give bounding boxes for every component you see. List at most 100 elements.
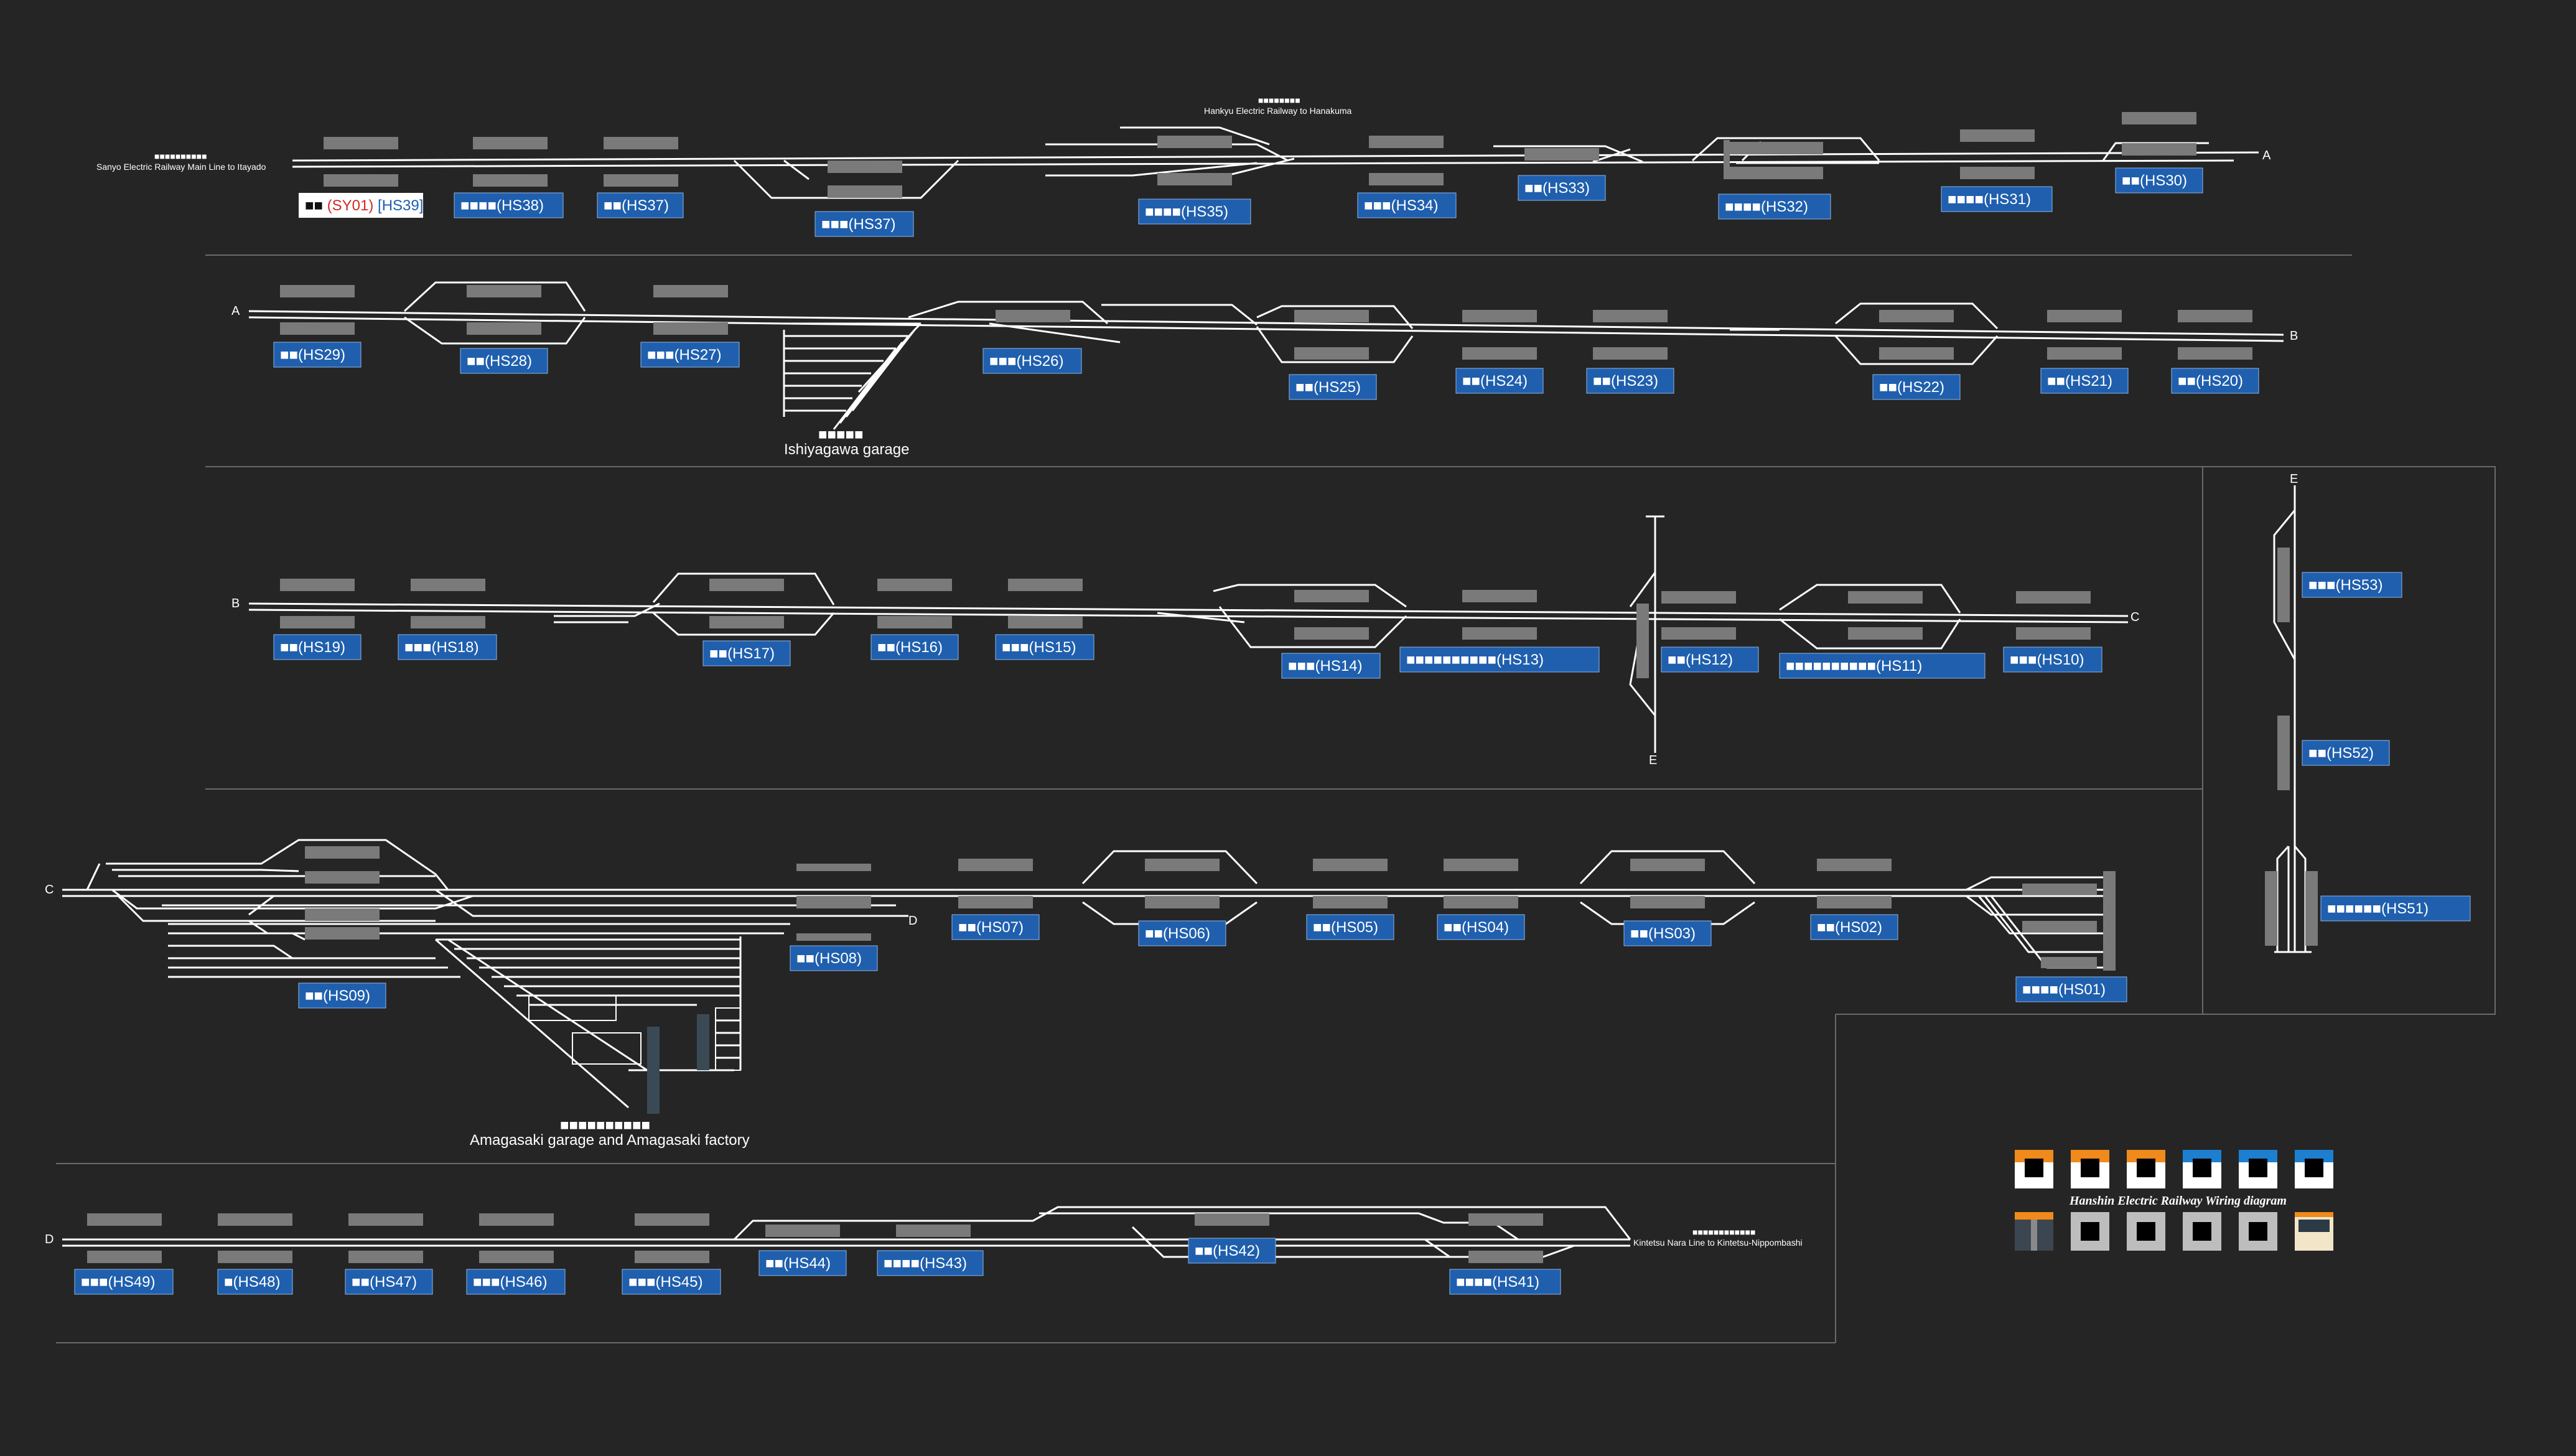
station-label-hs15[interactable]: ■■■(HS15)	[995, 634, 1094, 660]
station-label-hs37[interactable]: ■■(HS37)	[597, 192, 684, 218]
station-label-hs34[interactable]: ■■■(HS34)	[1357, 192, 1457, 218]
station-label-hs32[interactable]: ■■■■(HS32)	[1718, 194, 1831, 220]
station-label-box	[1188, 1238, 1276, 1264]
station-label-box	[2302, 572, 2402, 598]
station-label-text: ■■■(HS34)	[1364, 197, 1439, 214]
svg-text:■■ (SY01) [HS39]: ■■ (SY01) [HS39]	[305, 197, 423, 214]
station-label-hs49[interactable]: ■■■(HS49)	[74, 1269, 174, 1295]
station-label-text: ■■■■(HS43)	[884, 1255, 967, 1272]
station-label-hs21[interactable]: ■■(HS21)	[2040, 368, 2129, 394]
station-label-hs13[interactable]: ■■■■■■■■■■(HS13)	[1399, 646, 1600, 673]
station-label-box	[1718, 194, 1831, 220]
station-label-hs38[interactable]: ■■■■(HS38)	[454, 192, 564, 218]
station-label-hs07[interactable]: ■■(HS07)	[951, 914, 1040, 940]
station-label-hs16[interactable]: ■■(HS16)	[870, 634, 959, 660]
orange-train-icon	[2015, 1150, 2053, 1188]
station-label-hs25[interactable]: ■■(HS25)	[1289, 374, 1377, 400]
station-label-hs29[interactable]: ■■(HS29)	[273, 342, 362, 368]
station-label-hs19[interactable]: ■■(HS19)	[273, 634, 362, 660]
station-label-hs11[interactable]: ■■■■■■■■■■(HS11)	[1779, 653, 1986, 679]
kintetsu-annotation-jp: ■■■■■■■■■■■■	[1692, 1227, 1755, 1237]
station-label-text: ■■(HS37)	[604, 197, 669, 214]
station-label-hs28[interactable]: ■■(HS28)	[460, 348, 548, 374]
station-label-text: ■■■■(HS31)	[1948, 191, 2031, 208]
station-label-hs30[interactable]: ■■(HS30)	[2115, 167, 2203, 194]
station-label-hs08[interactable]: ■■(HS08)	[790, 945, 878, 971]
station-label-hs12[interactable]: ■■(HS12)	[1661, 646, 1759, 673]
station-label-hs33[interactable]: ■■(HS33)	[1518, 175, 1606, 201]
station-label-hs35[interactable]: ■■■■(HS35)	[1138, 198, 1251, 225]
orange-stripe-train-icon	[2015, 1212, 2053, 1251]
station-label-text: ■■(HS24)	[1462, 373, 1528, 390]
station-label-box	[1661, 646, 1759, 673]
station-label-hs45[interactable]: ■■■(HS45)	[622, 1269, 721, 1295]
row-letter-d-left: D	[45, 1233, 54, 1246]
station-label-hs17[interactable]: ■■(HS17)	[702, 640, 791, 666]
station-label-text: ■■■■(HS41)	[1456, 1274, 1539, 1290]
sanyo-annotation: Sanyo Electric Railway Main Line to Itay…	[96, 162, 266, 172]
legend	[2015, 1150, 2333, 1251]
row-letter-a-right: A	[2262, 149, 2271, 162]
station-label-hs18[interactable]: ■■■(HS18)	[398, 634, 497, 660]
station-label-text: ■■(HS17)	[709, 645, 775, 662]
station-label-hs23[interactable]: ■■(HS23)	[1586, 368, 1674, 394]
row1-tracks	[292, 126, 2259, 199]
row-letter-c-left: C	[45, 883, 54, 897]
station-label-text: ■■(HS33)	[1524, 180, 1590, 197]
station-label-hs04[interactable]: ■■(HS04)	[1437, 914, 1525, 940]
station-label-hs03[interactable]: ■■(HS03)	[1623, 920, 1712, 946]
station-label-hs09[interactable]: ■■(HS09)	[298, 982, 386, 1009]
station-label-hs06[interactable]: ■■(HS06)	[1138, 920, 1226, 946]
station-label-text: ■■■■■■(HS51)	[2327, 900, 2429, 917]
platforms	[87, 112, 2318, 1263]
station-labels: ■■■■(HS38) ■■(HS37) ■■■(HS37) ■■■■(HS35) ■■■…	[74, 167, 2471, 1295]
station-label-hs20[interactable]: ■■(HS20)	[2171, 368, 2259, 394]
station-label-hs14[interactable]: ■■■(HS14)	[1281, 653, 1381, 679]
station-label-box	[1518, 175, 1606, 201]
station-label-hs01[interactable]: ■■■■(HS01)	[2015, 976, 2127, 1002]
station-label-hs39[interactable]: ■■ (SY01) [HS39]	[299, 193, 423, 218]
station-label-hs02[interactable]: ■■(HS02)	[1810, 914, 1898, 940]
station-label-box	[1281, 653, 1381, 679]
orange-train-icon	[2071, 1150, 2109, 1188]
station-label-hs24[interactable]: ■■(HS24)	[1455, 368, 1544, 394]
station-label-hs48[interactable]: ■(HS48)	[217, 1269, 293, 1295]
station-label-text: ■■(HS42)	[1195, 1243, 1260, 1259]
station-label-box	[1779, 653, 1986, 679]
station-label-hs42[interactable]: ■■(HS42)	[1188, 1238, 1276, 1264]
station-label-hs05[interactable]: ■■(HS05)	[1306, 914, 1394, 940]
station-label-box	[1357, 192, 1457, 218]
gray-train-icon	[2127, 1212, 2165, 1251]
station-label-box	[790, 945, 878, 971]
station-label-text: ■■■■■■■■■■(HS11)	[1786, 658, 1922, 674]
station-label-hs47[interactable]: ■■(HS47)	[345, 1269, 433, 1295]
station-label-text: ■■(HS25)	[1295, 379, 1361, 396]
station-label-hs22[interactable]: ■■(HS22)	[1872, 374, 1961, 400]
row-letter-b-left: B	[231, 597, 240, 610]
station-label-hs44[interactable]: ■■(HS44)	[758, 1250, 847, 1276]
station-label-hs27[interactable]: ■■■(HS27)	[640, 342, 740, 368]
station-label-hs41[interactable]: ■■■■(HS41)	[1449, 1269, 1561, 1295]
station-label-hs31[interactable]: ■■■■(HS31)	[1941, 186, 2053, 212]
amagasaki-annotation-jp: ■■■■■■■■■■	[560, 1117, 650, 1134]
station-label-box	[1399, 646, 1600, 673]
station-label-hs37[interactable]: ■■■(HS37)	[814, 211, 914, 237]
station-label-hs52[interactable]: ■■(HS52)	[2302, 740, 2390, 766]
station-label-box	[2003, 646, 2102, 673]
station-label-hs51[interactable]: ■■■■■■(HS51)	[2320, 895, 2471, 922]
station-label-hs46[interactable]: ■■■(HS46)	[466, 1269, 566, 1295]
station-label-box	[702, 640, 791, 666]
station-label-text: ■■■(HS26)	[989, 353, 1064, 370]
station-label-hs26[interactable]: ■■■(HS26)	[982, 348, 1082, 374]
station-label-text: ■■(HS12)	[1668, 651, 1733, 668]
row-letter-c-right: C	[2130, 610, 2139, 624]
station-label-box	[1623, 920, 1712, 946]
blue-train-icon	[2295, 1150, 2333, 1188]
station-label-box	[345, 1269, 433, 1295]
row-letter-a-left: A	[231, 304, 240, 318]
station-label-hs10[interactable]: ■■■(HS10)	[2003, 646, 2102, 673]
station-label-text: ■■■■■■■■■■(HS13)	[1406, 651, 1544, 668]
station-label-hs53[interactable]: ■■■(HS53)	[2302, 572, 2402, 598]
station-label-box	[758, 1250, 847, 1276]
station-label-hs43[interactable]: ■■■■(HS43)	[877, 1250, 984, 1276]
